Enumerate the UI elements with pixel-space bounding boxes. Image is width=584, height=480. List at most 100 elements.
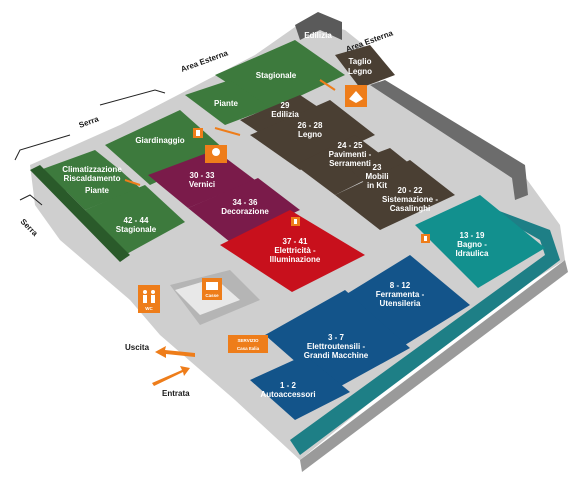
zone-label-decorazione: 34 - 36 Decorazione <box>221 198 269 216</box>
elevator-icon-elettricita[interactable] <box>291 217 300 226</box>
edilizia-top-label: Edilizia <box>304 31 332 40</box>
zone-climatizzazione[interactable] <box>40 150 120 192</box>
zone-casalinghi[interactable] <box>335 160 455 230</box>
zone-label-elettricita: 37 - 41 Elettricità - Illuminazione <box>270 237 321 264</box>
entrance-arrow <box>152 366 190 386</box>
zone-ferramenta[interactable] <box>345 255 470 345</box>
serra-label-2: Serra <box>19 217 40 238</box>
elevator-icon-giardinaggio[interactable] <box>193 128 203 138</box>
passage-arrow-1 <box>214 127 241 136</box>
service-icon[interactable]: SERVIZIO Casa Italia <box>228 335 268 353</box>
zone-label-line: 42 - 44 <box>124 216 149 225</box>
zone-label-line: 26 - 28 <box>298 121 323 130</box>
elevator-icon-bagno[interactable] <box>421 234 430 243</box>
zone-label-line: Bagno - <box>457 240 487 249</box>
zone-taglio-legno[interactable] <box>335 45 395 88</box>
serra-label-1: Serra <box>78 114 101 130</box>
zone-label-line: Idraulica <box>456 249 489 258</box>
taglio-legno-label-2: Legno <box>348 67 372 76</box>
zone-label-autoaccessori: 1 - 2 Autoaccessori <box>260 381 315 399</box>
zone-label-line: 30 - 33 <box>190 171 215 180</box>
zone-label-giardinaggio: Giardinaggio <box>135 136 184 145</box>
zone-label-line: 24 - 25 <box>338 141 363 150</box>
passage-arrow-2 <box>124 179 141 186</box>
zone-legno[interactable] <box>250 100 375 170</box>
zone-label-pavimenti: 24 - 25 Pavimenti - Serramenti <box>329 141 372 168</box>
zone-label-line: 3 - 7 <box>328 333 345 342</box>
zone-label-line: 20 - 22 <box>398 186 423 195</box>
area-esterna-label-1: Area Esterna <box>180 48 230 74</box>
servizio-sub-label: Casa Italia <box>237 346 260 351</box>
zone-label-line: Climatizzazione <box>62 165 122 174</box>
zone-elettricita[interactable] <box>220 210 365 292</box>
zone-label-line: Stagionale <box>256 71 297 80</box>
casse-label: Casse <box>205 293 219 298</box>
zone-label-line: Ferramenta - <box>376 290 425 299</box>
passage-arrow-3 <box>319 79 336 91</box>
zone-label-climatizzazione: Climatizzazione Riscaldamento <box>62 165 122 183</box>
zone-label-line: in Kit <box>367 181 387 190</box>
zone-label-casalinghi: 20 - 22 Sistemazione - Casalinghi <box>382 186 438 213</box>
zone-mobili[interactable] <box>345 148 415 188</box>
zone-label-line: Elettricità - <box>274 246 316 255</box>
zone-label-line: Illuminazione <box>270 255 321 264</box>
zone-label-piante-top: Piante <box>214 99 239 108</box>
zone-label-line: Decorazione <box>221 207 269 216</box>
zone-label-legno: 26 - 28 Legno <box>298 121 323 139</box>
zone-label-line: Autoaccessori <box>260 390 315 399</box>
zone-label-line: Legno <box>298 130 322 139</box>
zone-label-line: 1 - 2 <box>280 381 297 390</box>
zone-label-line: 23 <box>373 163 382 172</box>
wall-right-teal <box>290 200 560 455</box>
zone-bagno[interactable] <box>415 195 545 288</box>
zone-label-line: Mobili <box>365 172 388 181</box>
zone-label-elettroutensili: 3 - 7 Elettroutensili - Grandi Macchine <box>304 333 369 360</box>
entrata-label: Entrata <box>162 389 190 398</box>
zone-label-stagionale-top: Stagionale <box>256 71 297 80</box>
zone-label-line: 29 <box>281 101 290 110</box>
zone-label-mobili: 23 Mobili in Kit <box>365 163 388 190</box>
zone-vernici[interactable] <box>148 150 255 208</box>
zone-label-line: Pavimenti - <box>329 150 372 159</box>
zone-decorazione[interactable] <box>188 178 300 242</box>
zone-label-line: Utensileria <box>380 299 421 308</box>
zone-label-line: Sistemazione - <box>382 195 438 204</box>
wc-label: WC <box>145 306 153 311</box>
zone-label-line: 8 - 12 <box>390 281 411 290</box>
zone-label-line: Piante <box>85 186 110 195</box>
zone-label-line: 34 - 36 <box>233 198 258 207</box>
taglio-legno-label-1: Taglio <box>349 57 372 66</box>
zone-label-stagionale-left: 42 - 44 Stagionale <box>116 216 157 234</box>
exit-arrow <box>155 346 195 358</box>
serra-boundary-1 <box>14 134 71 161</box>
zone-label-line: Piante <box>214 99 239 108</box>
cash-register-icon[interactable]: Casse <box>202 278 222 300</box>
zone-label-bagno: 13 - 19 Bagno - Idraulica <box>456 231 489 258</box>
zone-piante-left[interactable] <box>65 170 140 210</box>
zone-label-line: Elettroutensili - <box>307 342 366 351</box>
zone-label-line: Serramenti <box>329 159 371 168</box>
zone-label-line: Grandi Macchine <box>304 351 369 360</box>
uscita-label: Uscita <box>125 343 150 352</box>
zone-label-line: Vernici <box>189 180 215 189</box>
wood-cutting-icon[interactable] <box>345 85 367 107</box>
zone-label-line: Edilizia <box>271 110 299 119</box>
zone-label-line: Giardinaggio <box>135 136 184 145</box>
greenhouse-strip <box>30 165 130 262</box>
serra-boundary-2 <box>19 194 43 206</box>
wall-top-edilizia <box>295 12 342 40</box>
zone-label-line: Stagionale <box>116 225 157 234</box>
zone-autoaccessori[interactable] <box>250 355 350 420</box>
wc-icon[interactable]: WC <box>138 285 160 313</box>
zone-piante-top[interactable] <box>185 80 270 125</box>
area-esterna-boundary <box>99 89 166 106</box>
restaurant-icon[interactable] <box>205 145 227 163</box>
zone-label-ferramenta: 8 - 12 Ferramenta - Utensileria <box>376 281 425 308</box>
zone-label-edilizia: 29 Edilizia <box>271 101 299 119</box>
zone-label-line: 37 - 41 <box>283 237 308 246</box>
zone-label-line: Casalinghi <box>390 204 430 213</box>
zone-label-line: Riscaldamento <box>64 174 121 183</box>
zone-label-vernici: 30 - 33 Vernici <box>189 171 215 189</box>
servizio-label: SERVIZIO <box>238 338 259 343</box>
